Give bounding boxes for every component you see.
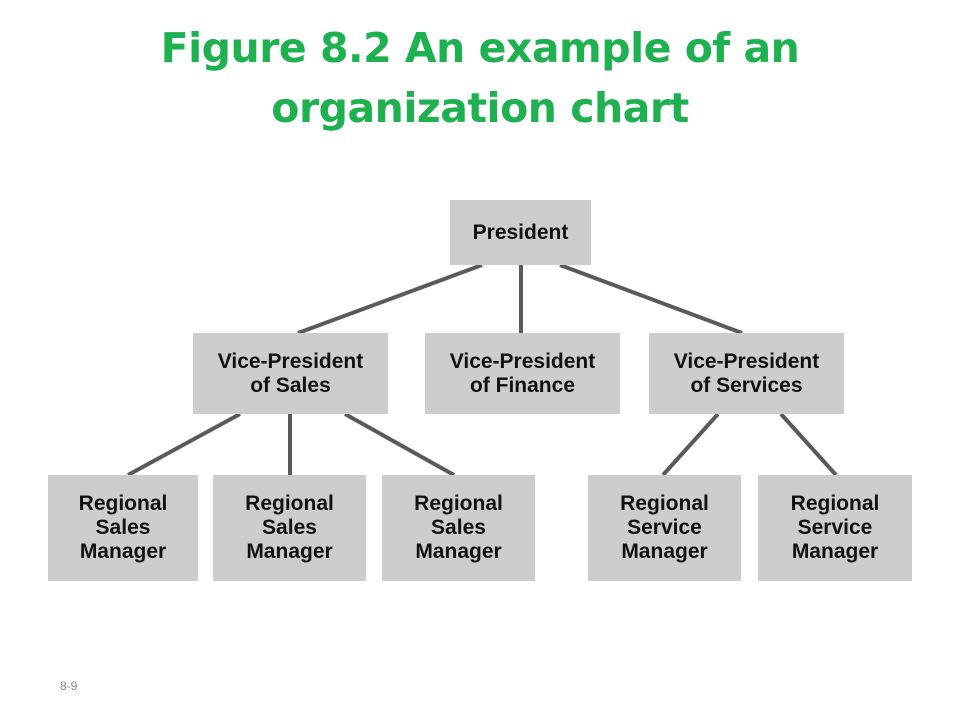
page-number: 8-9 xyxy=(60,679,78,693)
rsvm-2-label-line-1: Regional xyxy=(790,492,880,515)
regional-sales-manager-box-1: Regional Sales Manager xyxy=(48,475,198,581)
rsm-2-label-line-2: Sales xyxy=(262,516,317,539)
rsvm-2-label-line-3: Manager xyxy=(791,540,879,563)
regional-service-manager-box-1: Regional Service Manager xyxy=(588,475,741,581)
slide-title-line-1: Figure 8.2 An example of an xyxy=(160,24,800,72)
rsm-3-label-line-3: Manager xyxy=(415,540,502,563)
rsvm-1-label-line-2: Service xyxy=(627,516,702,539)
connector-vp-services-rsvm-2 xyxy=(779,412,838,477)
rsvm-2-label-line-2: Service xyxy=(797,516,873,539)
rsm-1-label-line-3: Manager xyxy=(79,540,167,563)
vp-sales-box: Vice-President of Sales xyxy=(193,333,388,414)
vp-finance-label-line-2: of Finance xyxy=(469,373,575,397)
rsvm-1-label-line-3: Manager xyxy=(621,540,708,563)
rsm-1-label-line-2: Sales xyxy=(95,516,151,539)
connector-vp-sales-rsm-1 xyxy=(127,412,241,477)
rsm-2-label-line-3: Manager xyxy=(246,540,333,563)
vp-finance-box: Vice-President of Finance xyxy=(425,333,620,414)
vp-finance-label-line-1: Vice-President xyxy=(449,349,596,373)
connector-vp-services-rsvm-1 xyxy=(661,412,720,477)
regional-sales-manager-box-2: Regional Sales Manager xyxy=(213,475,366,581)
vp-sales-label-line-1: Vice-President xyxy=(217,349,364,373)
connector-president-vp-services xyxy=(559,263,743,335)
rsm-3-label-line-1: Regional xyxy=(414,492,503,515)
vp-services-label-line-1: Vice-President xyxy=(673,349,820,373)
regional-service-manager-box-2: Regional Service Manager xyxy=(758,475,912,581)
president-label: President xyxy=(472,220,569,244)
vp-services-label-line-2: of Services xyxy=(690,373,803,397)
slide-title: Figure 8.2 An example of an organization… xyxy=(80,18,880,138)
rsm-1-label-line-1: Regional xyxy=(78,492,168,515)
rsm-2-label-line-1: Regional xyxy=(245,492,334,515)
slide-title-line-2: organization chart xyxy=(271,84,689,132)
connector-vp-sales-rsm-3 xyxy=(344,412,455,477)
president-box: President xyxy=(450,200,591,265)
connector-president-vp-sales xyxy=(297,263,483,335)
regional-sales-manager-box-3: Regional Sales Manager xyxy=(382,475,535,581)
rsm-3-label-line-2: Sales xyxy=(431,516,486,539)
vp-services-box: Vice-President of Services xyxy=(649,333,844,414)
rsvm-1-label-line-1: Regional xyxy=(620,492,709,515)
vp-sales-label-line-2: of Sales xyxy=(250,373,331,397)
